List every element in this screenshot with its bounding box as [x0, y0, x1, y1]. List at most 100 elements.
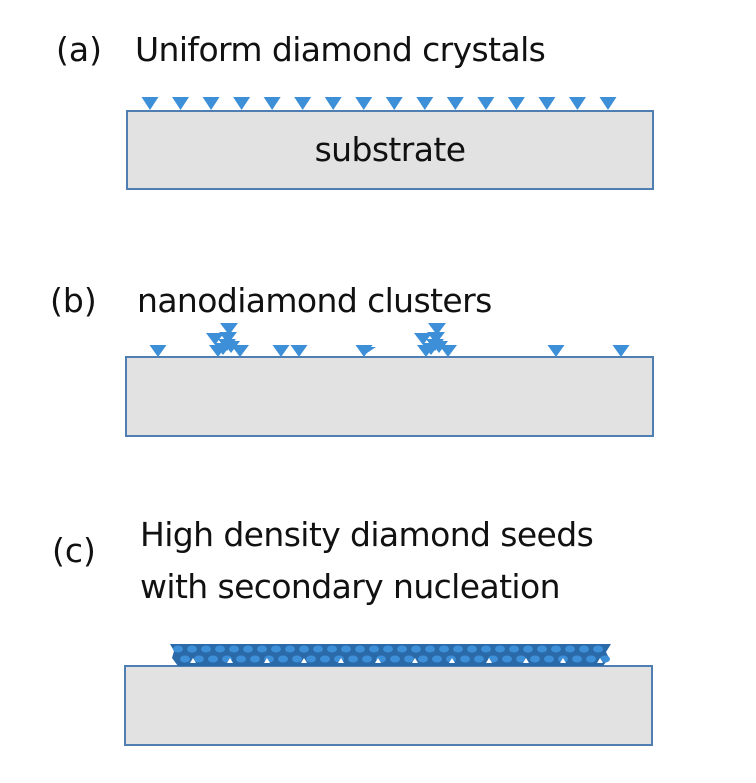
layer-gap [190, 658, 196, 663]
dense-seed [460, 655, 470, 663]
uniform-seed [477, 97, 495, 110]
uniform-seed [507, 97, 525, 110]
dense-seed [194, 655, 204, 663]
dense-seed [453, 645, 463, 653]
layer-gap [449, 658, 455, 663]
panel-c-tag: (c) [52, 531, 96, 570]
dense-seed [593, 645, 603, 653]
uniform-seed [355, 97, 373, 110]
isolated-seed [358, 347, 376, 353]
dense-layer-band [170, 644, 611, 666]
panel-a-title: Uniform diamond crystals [135, 30, 546, 69]
uniform-seed [263, 97, 281, 110]
dense-seed [495, 645, 505, 653]
layer-gap [597, 658, 603, 663]
dense-seed [292, 655, 302, 663]
layer-gap [523, 658, 529, 663]
uniform-seed [538, 97, 556, 110]
uniform-seed [294, 97, 312, 110]
dense-seed [355, 645, 365, 653]
dense-seed [243, 645, 253, 653]
dense-seed [229, 645, 239, 653]
cluster-seed [218, 339, 236, 351]
dense-seed [362, 655, 372, 663]
panel-c-substrate [124, 665, 653, 746]
dense-seed [341, 645, 351, 653]
dense-seed [348, 655, 358, 663]
dense-seed [173, 645, 183, 653]
uniform-seed [568, 97, 586, 110]
layer-gap [338, 658, 344, 663]
dense-seed [215, 645, 225, 653]
panel-b-substrate [125, 356, 654, 437]
dense-seed [579, 645, 589, 653]
uniform-seed [385, 97, 403, 110]
dense-seed [180, 655, 190, 663]
panel-c-title-line-2: with secondary nucleation [140, 567, 560, 606]
dense-seed [306, 655, 316, 663]
uniform-seed [141, 97, 159, 110]
dense-seed [257, 645, 267, 653]
uniform-seed [324, 97, 342, 110]
cluster-seed [206, 333, 224, 345]
dense-seed [208, 655, 218, 663]
dense-seed [467, 645, 477, 653]
dense-seed [446, 655, 456, 663]
layer-gap [560, 658, 566, 663]
cluster-seed [427, 332, 445, 344]
dense-seed [222, 655, 232, 663]
dense-seed [313, 645, 323, 653]
dense-seed [376, 655, 386, 663]
cluster-seed [430, 341, 448, 353]
dense-seed [586, 655, 596, 663]
layer-gap [412, 658, 418, 663]
dense-seed [411, 645, 421, 653]
dense-seed [544, 655, 554, 663]
panel-a-substrate: substrate [126, 110, 654, 190]
dense-seed [509, 645, 519, 653]
cluster-seed [214, 343, 232, 355]
panel-a-tag: (a) [56, 30, 102, 69]
dense-seed [551, 645, 561, 653]
dense-seed [278, 655, 288, 663]
cluster-seed [222, 341, 240, 353]
cluster-seed [428, 323, 446, 335]
dense-seed [558, 655, 568, 663]
layer-gap [486, 658, 492, 663]
layer-gap [301, 658, 307, 663]
panel-c-title-line-1: High density diamond seeds [140, 515, 594, 554]
dense-seed [236, 655, 246, 663]
dense-seed [271, 645, 281, 653]
dense-seed [327, 645, 337, 653]
dense-seed [250, 655, 260, 663]
uniform-seed [599, 97, 617, 110]
dense-seed [474, 655, 484, 663]
dense-seed [369, 645, 379, 653]
dense-seed [481, 645, 491, 653]
dense-seed [432, 655, 442, 663]
dense-seed [530, 655, 540, 663]
dense-seed [299, 645, 309, 653]
dense-seed [320, 655, 330, 663]
layer-gap [375, 658, 381, 663]
dense-seed [565, 645, 575, 653]
substrate-label: substrate [314, 130, 466, 169]
dense-seed [523, 645, 533, 653]
dense-seed [383, 645, 393, 653]
uniform-seed [416, 97, 434, 110]
cluster-seed [426, 339, 444, 351]
dense-seed [425, 645, 435, 653]
dense-seed [390, 655, 400, 663]
cluster-seed [220, 323, 238, 335]
cluster-seed [422, 343, 440, 355]
dense-seed [516, 655, 526, 663]
dense-seed [418, 655, 428, 663]
uniform-seed [172, 97, 190, 110]
dense-seed [600, 655, 610, 663]
dense-seed [264, 655, 274, 663]
dense-seed-layer [170, 644, 611, 666]
dense-seed [334, 655, 344, 663]
cluster-seed [414, 333, 432, 345]
dense-seed [187, 645, 197, 653]
uniform-seed [446, 97, 464, 110]
